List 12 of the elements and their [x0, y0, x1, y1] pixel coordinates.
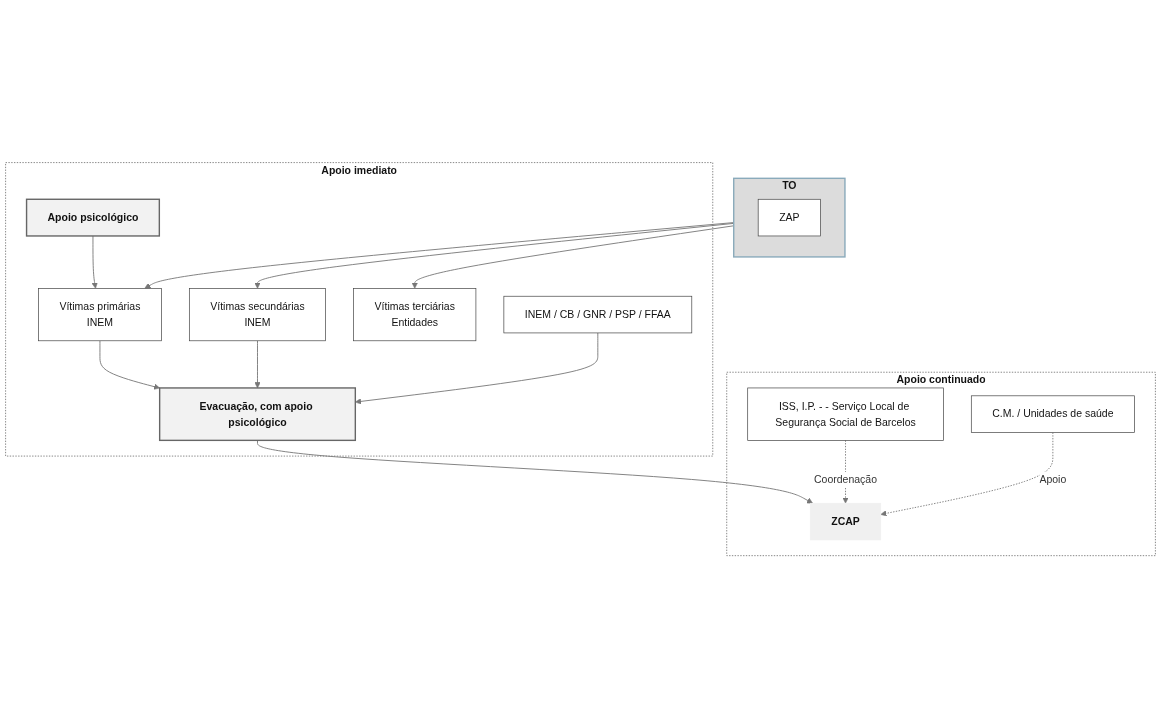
node-box: Apoio psicológico: [25, 198, 161, 237]
node-box: ZAP: [757, 198, 821, 237]
node-box: ZCAP: [809, 502, 882, 541]
edge-label: Coordenação: [814, 473, 877, 485]
node-box: Vítimas terciárias Entidades: [353, 287, 477, 341]
node-box: INEM / CB / GNR / PSP / FFAA: [503, 295, 693, 334]
node-box: C.M. / Unidades de saúde: [970, 395, 1135, 433]
node-box: Evacuação, com apoio psicológico: [158, 387, 356, 441]
node-box: ISS, I.P. - - Serviço Local de Segurança Social de Barcelos: [747, 387, 944, 441]
node-box: Vítimas primárias INEM: [38, 287, 162, 341]
edge-label: Apoio: [1039, 473, 1067, 485]
node-box: Vítimas secundárias INEM: [189, 287, 326, 341]
